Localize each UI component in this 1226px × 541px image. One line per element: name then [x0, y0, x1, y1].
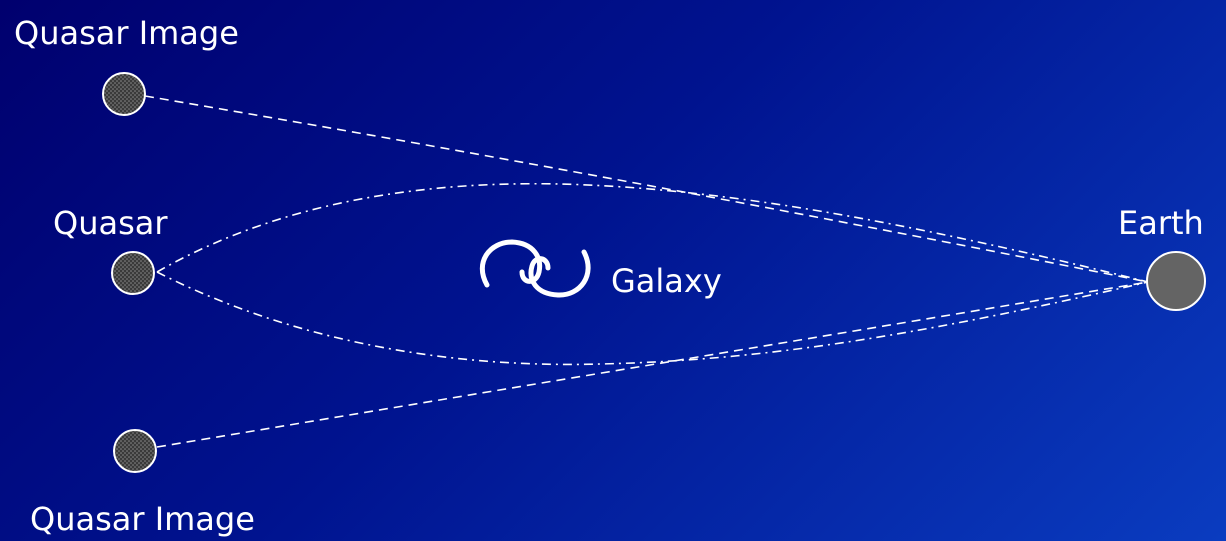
earth-label: Earth: [1118, 204, 1204, 242]
galaxy-label: Galaxy: [611, 262, 722, 300]
quasar-image-top-label: Quasar Image: [14, 14, 239, 52]
quasar-label: Quasar: [53, 204, 168, 242]
apparent-ray-bottom: [157, 282, 1148, 447]
quasar-icon: [112, 252, 154, 294]
quasar-image-top-icon: [103, 73, 145, 115]
earth-icon: [1147, 252, 1205, 310]
galaxy-icon: [482, 242, 588, 295]
quasar-image-bottom-label: Quasar Image: [30, 500, 255, 538]
quasar-image-bottom-icon: [114, 430, 156, 472]
